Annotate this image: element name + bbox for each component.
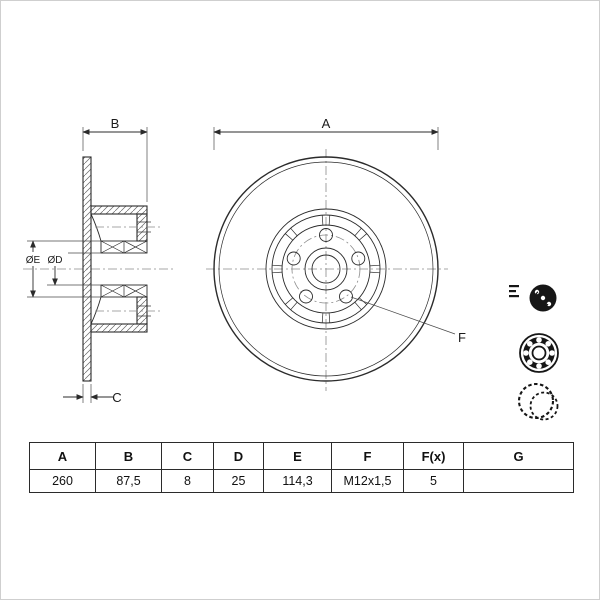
dimension-table: A B C D E F F(x) G 260 87,5 8 25 114,3 M…	[29, 442, 574, 493]
dim-b-label: B	[111, 116, 120, 131]
table-header-cell: B	[95, 442, 162, 470]
hat-top-wall	[90, 205, 148, 215]
ball-bearing-icon	[519, 333, 559, 373]
table-header-cell: E	[263, 442, 332, 470]
dimension-e: ØE	[20, 240, 101, 298]
dim-c-label: C	[112, 390, 121, 405]
table-header-cell: F(x)	[403, 442, 464, 470]
table-value-cell: 25	[213, 469, 264, 493]
table-value-cell: M12x1,5	[331, 469, 404, 493]
friction-band-inner-edge	[265, 208, 387, 330]
abs-encoder-ring-icon	[517, 382, 559, 421]
dim-a-label: A	[322, 116, 331, 131]
table-header-cell: F	[331, 442, 404, 470]
bolt-circle	[291, 234, 361, 304]
dimension-c: C	[63, 384, 122, 405]
table-value-cell: 260	[29, 469, 96, 493]
disc-outer-edge	[213, 156, 439, 382]
bearing-section	[100, 240, 148, 298]
table-header-cell: C	[161, 442, 214, 470]
table-value-cell: 5	[403, 469, 464, 493]
dim-e-label: ØE	[26, 255, 41, 266]
hat-transition-top	[90, 213, 102, 242]
disc-plate-section	[82, 156, 92, 382]
hat-bottom-wall	[90, 323, 148, 333]
table-value-cell: 87,5	[95, 469, 162, 493]
hub-flange-edge	[271, 214, 381, 324]
table-header-row: A B C D E F F(x) G	[29, 442, 574, 470]
technical-drawing: B ØE ØD	[20, 116, 559, 421]
hub-center-pilot	[304, 247, 348, 291]
dim-f-label: F	[458, 330, 466, 345]
flange-bottom-web	[136, 296, 148, 325]
hub-rib	[369, 264, 380, 274]
center-bore	[311, 254, 341, 284]
table-header-cell: D	[213, 442, 264, 470]
callout-f: F	[350, 296, 466, 345]
flange-top-web	[136, 213, 148, 242]
table-value-cell	[463, 469, 574, 493]
bolt-holes	[286, 228, 366, 304]
dimension-d: ØD	[43, 252, 101, 286]
disc-chamfer-edge	[218, 161, 434, 377]
table-value-row: 260 87,5 8 25 114,3 M12x1,5 5	[29, 469, 574, 493]
hub-rib-edge	[281, 224, 371, 314]
dimension-b: B	[82, 116, 148, 202]
table-header-cell: G	[463, 442, 574, 470]
hat-transition-bottom	[90, 296, 102, 325]
table-value-cell: 114,3	[263, 469, 332, 493]
table-value-cell: 8	[161, 469, 214, 493]
table-header-cell: A	[29, 442, 96, 470]
section-view: B ØE ØD	[20, 116, 173, 405]
front-view: A F	[206, 116, 466, 391]
dimension-a: A	[213, 116, 439, 150]
dim-d-label: ØD	[48, 255, 63, 266]
bearing-seal-icon	[509, 284, 557, 312]
